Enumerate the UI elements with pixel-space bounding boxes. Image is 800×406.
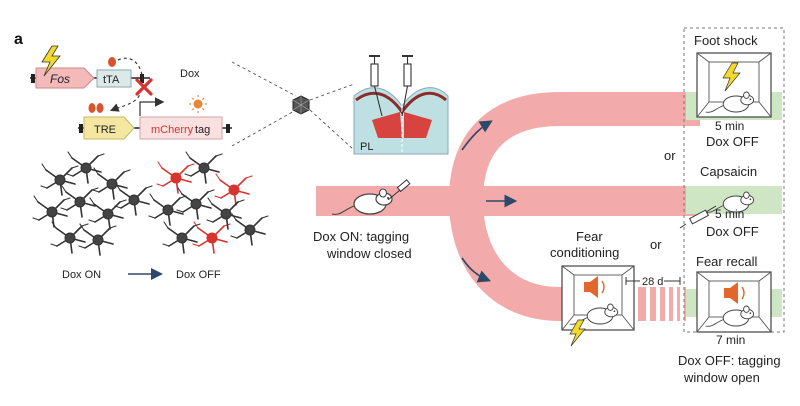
foot-shock-duration: 5 min bbox=[715, 119, 744, 133]
capsaicin-title: Capsaicin bbox=[700, 164, 757, 179]
dox-molecule-icon bbox=[189, 95, 207, 113]
foot-shock-dox: Dox OFF bbox=[706, 134, 759, 149]
syringe-icon-right bbox=[401, 55, 413, 117]
delay-label: 28 d bbox=[642, 276, 663, 288]
tta-protein-icon bbox=[108, 57, 116, 67]
tta-label: tTA bbox=[103, 74, 120, 86]
pathway-upper-branch bbox=[449, 92, 700, 201]
final-caption-line2: window open bbox=[683, 370, 760, 385]
or-label-1: or bbox=[664, 148, 676, 163]
tre-label: TRE bbox=[94, 124, 116, 136]
pl-label: PL bbox=[360, 141, 373, 153]
dox-on-label: Dox ON bbox=[62, 269, 101, 281]
syringe-icon-left bbox=[369, 55, 383, 117]
dox-label: Dox bbox=[180, 68, 200, 80]
neurons-dox-off bbox=[148, 151, 269, 254]
mcherry-label: mCherry bbox=[151, 124, 194, 136]
brain-section: PL bbox=[353, 87, 449, 155]
main-caption-line1: Dox ON: tagging bbox=[313, 229, 409, 244]
capsaicin-syringe-icon bbox=[679, 205, 717, 229]
pathway-lower-branch bbox=[449, 199, 606, 321]
delay-indicator: 28 d bbox=[625, 276, 681, 288]
tre-bound-protein-icon bbox=[88, 103, 96, 113]
or-label-2: or bbox=[650, 237, 662, 252]
fos-label: Fos bbox=[50, 72, 70, 86]
fos-promoter-box bbox=[35, 67, 95, 89]
arrow-to-upper bbox=[461, 120, 493, 151]
fear-conditioning-line2: conditioning bbox=[550, 245, 619, 260]
lightning-bolt-icon bbox=[41, 45, 61, 77]
tta-dashed-arrow bbox=[109, 57, 143, 112]
capsaicin-duration: 5 min bbox=[715, 207, 744, 221]
mouse-injected-icon bbox=[331, 179, 411, 215]
speaker-icon-recall bbox=[724, 282, 745, 304]
block-x-icon bbox=[135, 78, 153, 96]
transcription-arrow bbox=[139, 97, 165, 116]
final-caption-line1: Dox OFF: tagging bbox=[678, 353, 781, 368]
dox-off-label: Dox OFF bbox=[176, 269, 221, 281]
tta-box bbox=[96, 69, 132, 88]
tre-promoter-box bbox=[83, 116, 135, 140]
tag-label: tag bbox=[195, 124, 210, 136]
arrow-to-lower bbox=[461, 257, 491, 283]
mcherry-box bbox=[139, 116, 223, 140]
virus-particle-icon bbox=[292, 95, 310, 115]
capsaicin-dox: Dox OFF bbox=[706, 224, 759, 239]
genetic-construct: Fos tTA Dox bbox=[30, 45, 232, 140]
conditions-container bbox=[683, 27, 785, 333]
pl-region bbox=[372, 112, 402, 138]
fear-recall-title: Fear recall bbox=[696, 254, 758, 269]
main-caption-line2: window closed bbox=[326, 246, 412, 261]
neurons-dox-on bbox=[32, 151, 153, 256]
foot-shock-title: Foot shock bbox=[694, 33, 758, 48]
speaker-icon-conditioning bbox=[584, 276, 605, 298]
fear-conditioning-line1: Fear bbox=[576, 229, 603, 244]
lightning-bolt-icon-conditioning bbox=[569, 319, 586, 347]
lightning-bolt-icon-chamber bbox=[722, 62, 741, 92]
pathway-fade-segments bbox=[638, 287, 686, 321]
panel-label: a bbox=[14, 31, 23, 48]
fear-recall-duration: 7 min bbox=[716, 333, 745, 347]
